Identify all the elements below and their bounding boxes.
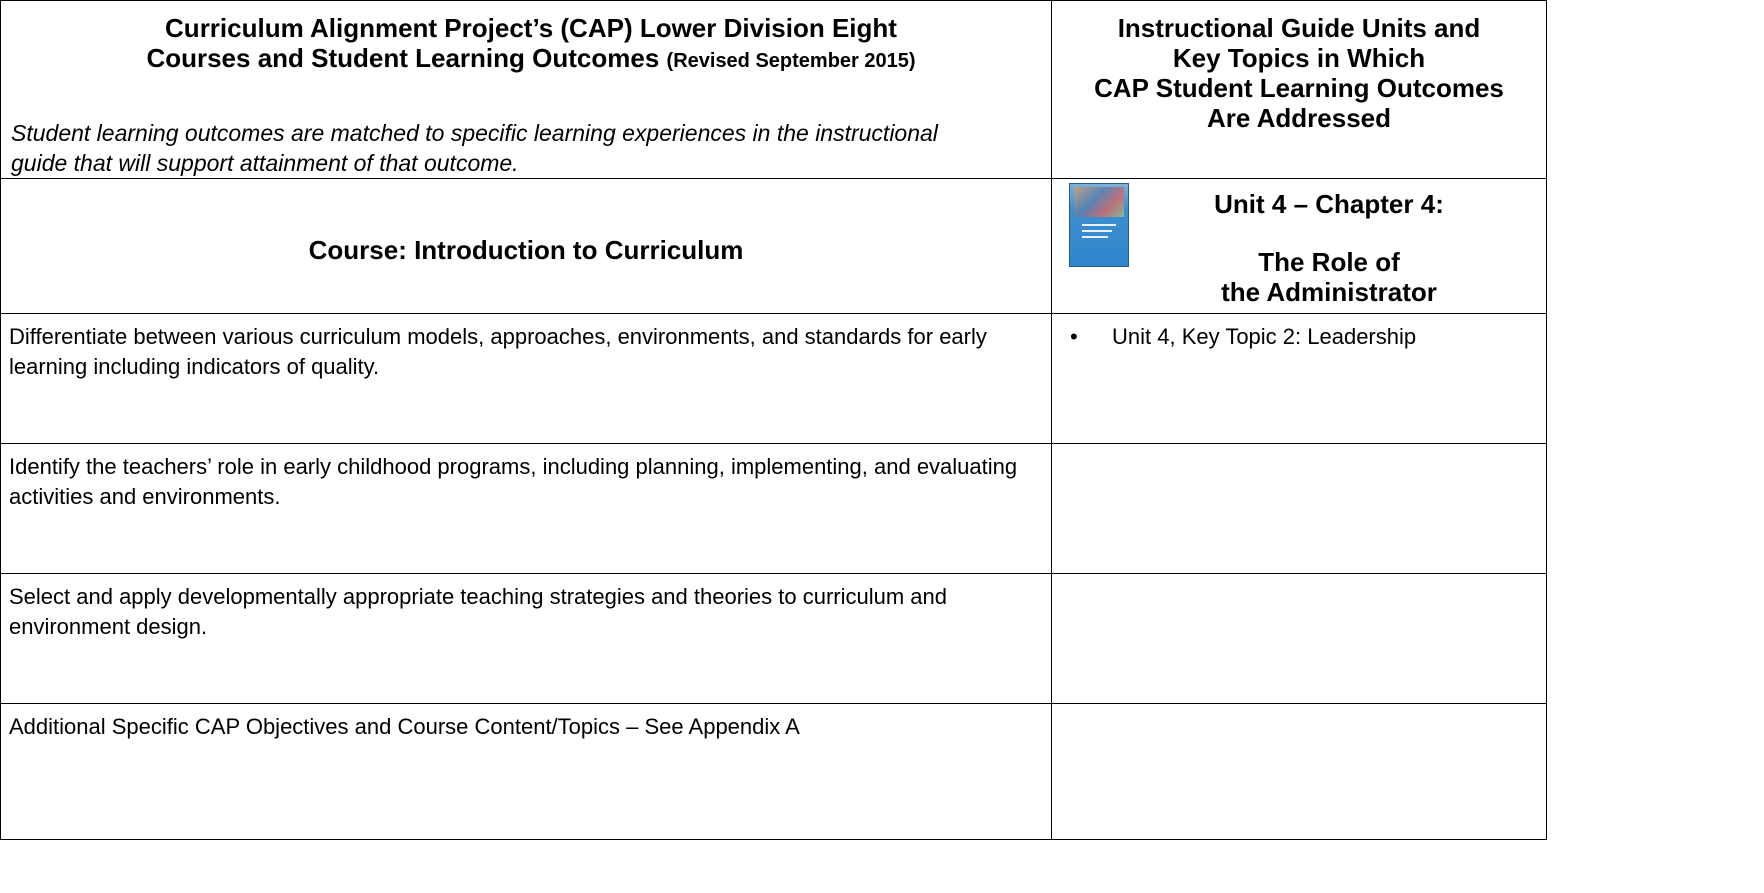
cover-text-line [1082,224,1116,226]
topic-bullet-item: • Unit 4, Key Topic 2: Leadership [1052,314,1546,352]
outcome-text: Additional Specific CAP Objectives and C… [9,714,800,739]
topic-cell [1051,443,1547,574]
outcome-text: Select and apply developmentally appropr… [9,584,948,639]
course-title: Course: Introduction to Curriculum [308,235,744,265]
header-title-line1: Curriculum Alignment Project’s (CAP) Low… [165,13,897,43]
header-left-cell: Curriculum Alignment Project’s (CAP) Low… [0,0,1052,179]
bullet-icon: • [1070,324,1078,349]
header-title-courses: Courses and Student Learning Outcomes [146,43,660,73]
topic-cell [1051,573,1547,704]
topic-cell [1051,703,1547,840]
table-row: Differentiate between various curriculum… [0,313,1547,444]
topic-cell: • Unit 4, Key Topic 2: Leadership [1051,313,1547,444]
header-subtitle: Student learning outcomes are matched to… [11,120,938,176]
unit-subtitle-line2: the Administrator [1221,277,1437,307]
header-right-line3: CAP Student Learning Outcomes [1094,73,1504,103]
book-cover-icon [1069,183,1129,267]
course-row: Course: Introduction to Curriculum Unit … [0,178,1547,314]
cover-text-line [1082,230,1112,232]
header-right-line4: Are Addressed [1207,103,1391,133]
topic-text [1052,704,1546,712]
unit-subtitle-line1: The Role of [1258,247,1400,277]
course-cell: Course: Introduction to Curriculum [0,178,1052,314]
header-title-line2: Courses and Student Learning Outcomes (R… [11,43,1051,76]
outcome-cell: Additional Specific CAP Objectives and C… [0,703,1052,840]
unit-box: Unit 4 – Chapter 4: The Role of the Admi… [1052,179,1546,313]
outcome-cell: Differentiate between various curriculum… [0,313,1052,444]
outcome-text: Identify the teachers’ role in early chi… [9,454,1018,509]
header-row: Curriculum Alignment Project’s (CAP) Low… [0,0,1547,179]
outcome-cell: Identify the teachers’ role in early chi… [0,443,1052,574]
table-row: Select and apply developmentally appropr… [0,573,1547,704]
topic-text [1052,444,1546,452]
header-right-line1: Instructional Guide Units and [1117,13,1481,43]
header-right-line2: Key Topics in Which [1172,43,1426,73]
cover-text-line [1082,236,1108,238]
table-row: Identify the teachers’ role in early chi… [0,443,1547,574]
unit-cell: Unit 4 – Chapter 4: The Role of the Admi… [1051,178,1547,314]
unit-title: Unit 4 – Chapter 4: [1214,189,1444,219]
outcome-cell: Select and apply developmentally appropr… [0,573,1052,704]
header-right-cell: Instructional Guide Units and Key Topics… [1051,0,1547,179]
cover-photo [1074,187,1124,217]
table-row: Additional Specific CAP Objectives and C… [0,703,1547,840]
outcome-text: Differentiate between various curriculum… [9,324,987,379]
alignment-table: Curriculum Alignment Project’s (CAP) Low… [0,0,1547,840]
topic-text: Unit 4, Key Topic 2: Leadership [1112,324,1417,349]
header-title-revised: (Revised September 2015) [666,50,916,72]
topic-text [1052,574,1546,582]
